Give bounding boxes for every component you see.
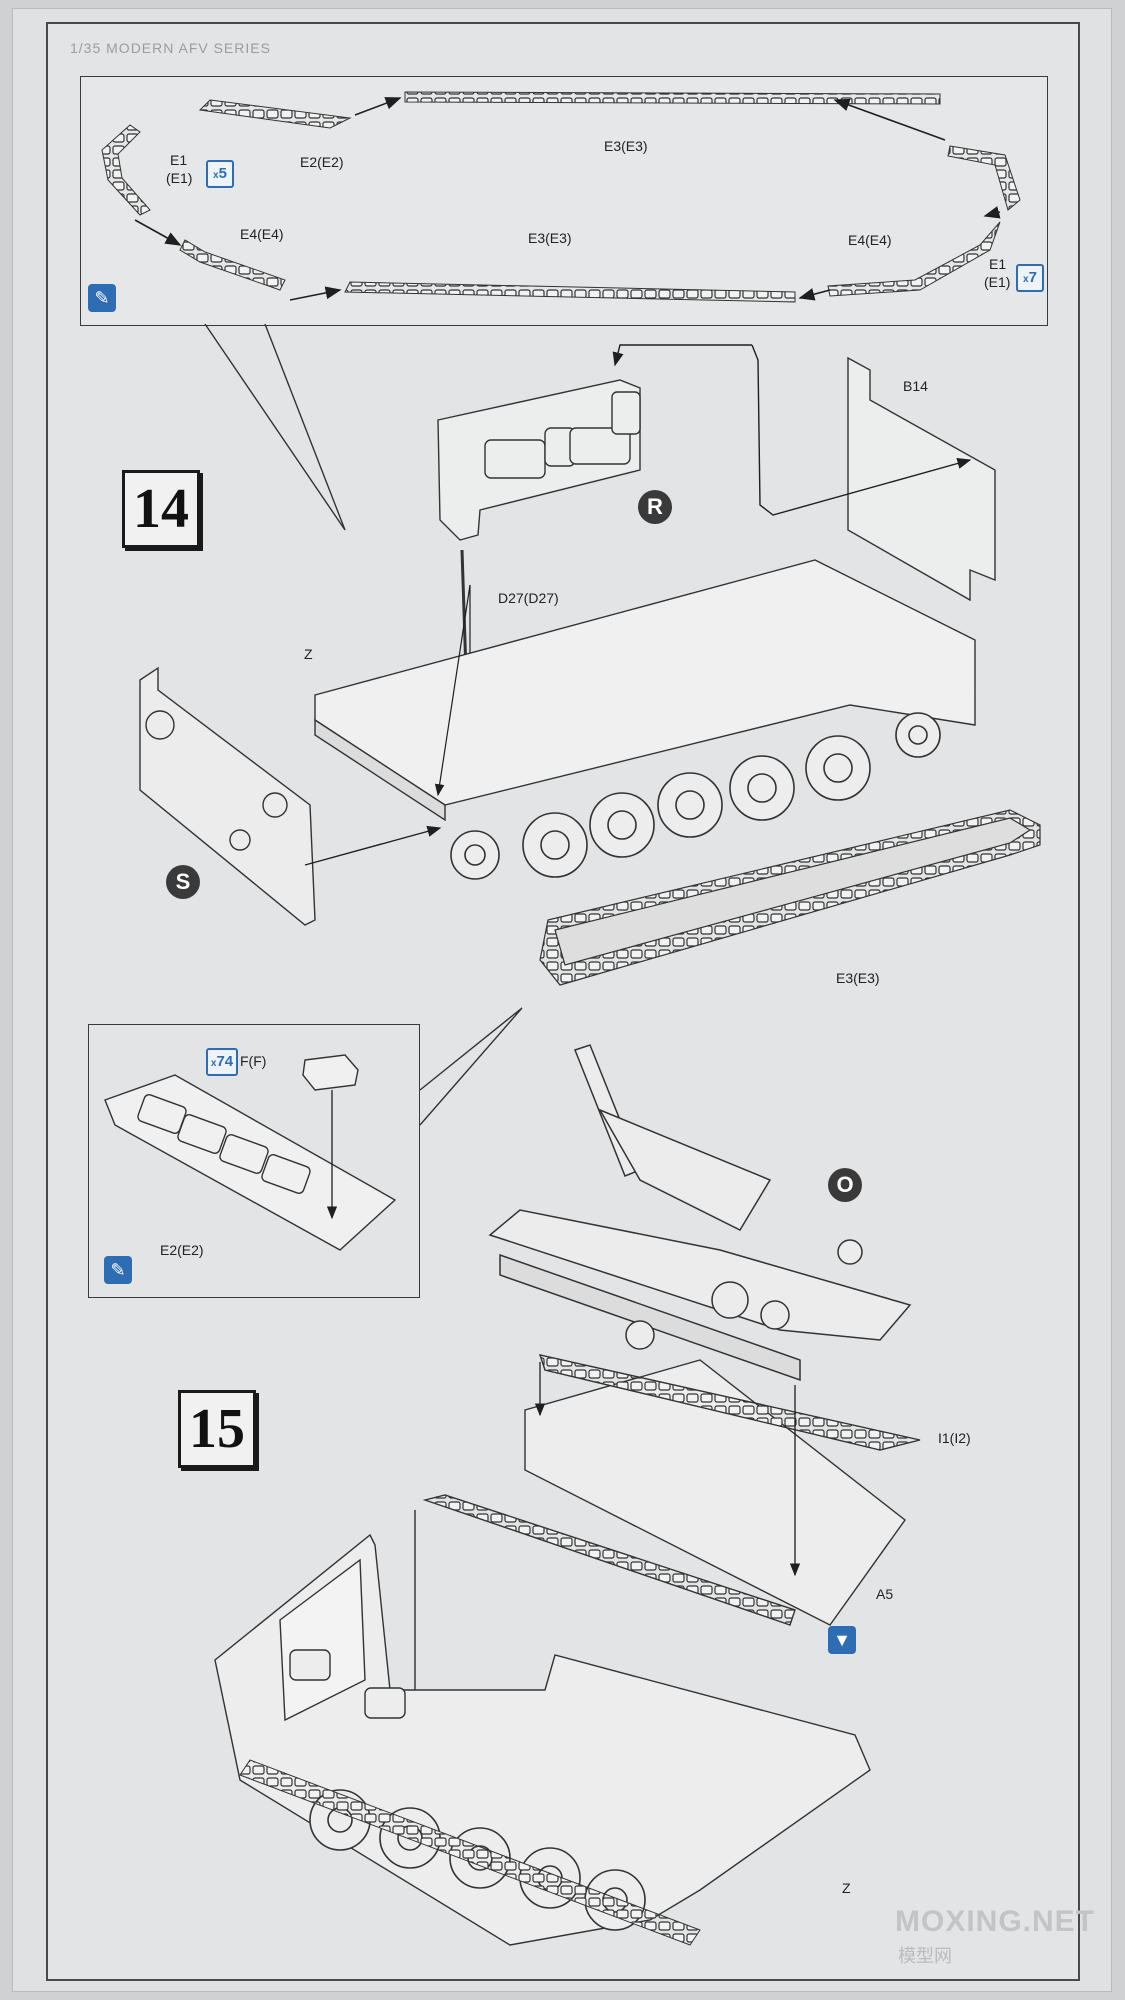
label-z-step14: Z [304, 646, 313, 662]
label-f: F(F) [240, 1053, 267, 1069]
glue-brush-icon: ✎ [104, 1256, 132, 1284]
road-wheels [450, 712, 941, 880]
label-e1-right: E1 [989, 256, 1007, 272]
label-b14: B14 [903, 378, 928, 394]
label-e1-top-left-sub: (E1) [166, 170, 193, 186]
track-link-inset [88, 1024, 420, 1298]
track-run [539, 809, 1041, 986]
label-e2-link: E2(E2) [160, 1242, 204, 1258]
label-e1-right-sub: (E1) [984, 274, 1011, 290]
label-i1: I1(I2) [938, 1430, 971, 1446]
track-assembly-inset [80, 76, 1048, 326]
watermark-sub: 模型网 [898, 1946, 952, 1966]
b14-panel [847, 356, 996, 602]
page-frame [46, 22, 1080, 1981]
cab-seat-assembly [437, 379, 641, 541]
lower-hull-assembly [214, 1533, 871, 1946]
cement-drop-icon: ▼ [828, 1626, 856, 1654]
label-e3-bottom: E3(E3) [528, 230, 572, 246]
label-e4-left: E4(E4) [240, 226, 284, 242]
label-e4-right: E4(E4) [848, 232, 892, 248]
subassembly-marker-o: O [828, 1168, 862, 1202]
crane-assembly [488, 1044, 912, 1382]
label-e1-top-left: E1 [170, 152, 188, 168]
track-loop-diagram [101, 91, 1021, 303]
background-subtitle: 1/35 MODERN AFV SERIES [70, 40, 271, 56]
subassembly-marker-s: S [166, 865, 200, 899]
hull-top-plate [314, 559, 976, 822]
glue-brush-icon: ✎ [88, 284, 116, 312]
step-15-number: 15 [178, 1390, 256, 1468]
subassembly-marker-r: R [638, 490, 672, 524]
multiplier-badge-x5: x5 [206, 160, 234, 188]
label-e3-top: E3(E3) [604, 138, 648, 154]
label-d27: D27(D27) [498, 590, 559, 606]
floor-plate [422, 1354, 921, 1626]
track-link-detail [104, 1054, 397, 1251]
multiplier-badge-x7: x7 [1016, 264, 1044, 292]
label-e2: E2(E2) [300, 154, 344, 170]
label-e3-track: E3(E3) [836, 970, 880, 986]
watermark-brand: MOXING.NET [895, 1905, 1096, 1938]
multiplier-badge-x74: x74 [206, 1048, 238, 1076]
label-z-step15: Z [842, 1880, 851, 1896]
label-a5: A5 [876, 1586, 894, 1602]
step-14-number: 14 [122, 470, 200, 548]
